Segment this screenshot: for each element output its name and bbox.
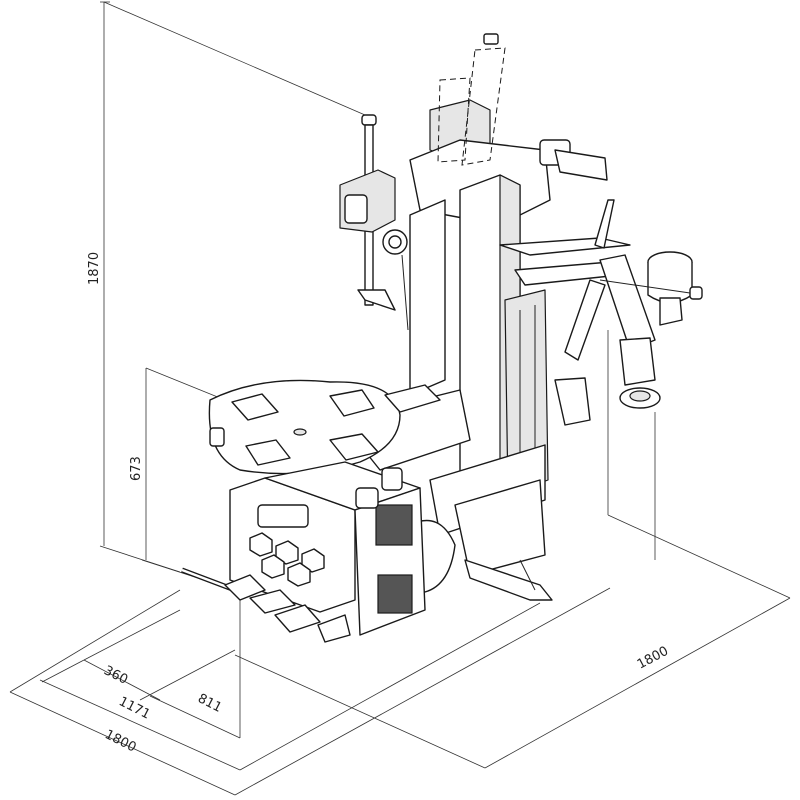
dim-offset-360: 360: [101, 663, 130, 688]
turntable: [208, 379, 441, 475]
pedals: [181, 567, 351, 643]
cabinet-front: [229, 461, 426, 636]
tilting-arm-outline: [437, 33, 506, 166]
dim-depth-1171: 1171: [116, 694, 152, 722]
helper-arm-right: [499, 199, 703, 426]
dim-depth-1800-right: 1800: [635, 644, 671, 673]
dim-depth-811: 811: [195, 691, 224, 716]
dim-table-height: 673: [129, 456, 144, 481]
dimension-lines: [9, 1, 791, 796]
dim-overall-height: 1870: [87, 252, 102, 285]
helper-arm-left: [339, 114, 409, 331]
control-buttons: [249, 532, 325, 587]
main-column: [409, 99, 608, 516]
tire-changer-machine: [181, 33, 703, 643]
dim-width-1800-left: 1800: [102, 727, 138, 755]
